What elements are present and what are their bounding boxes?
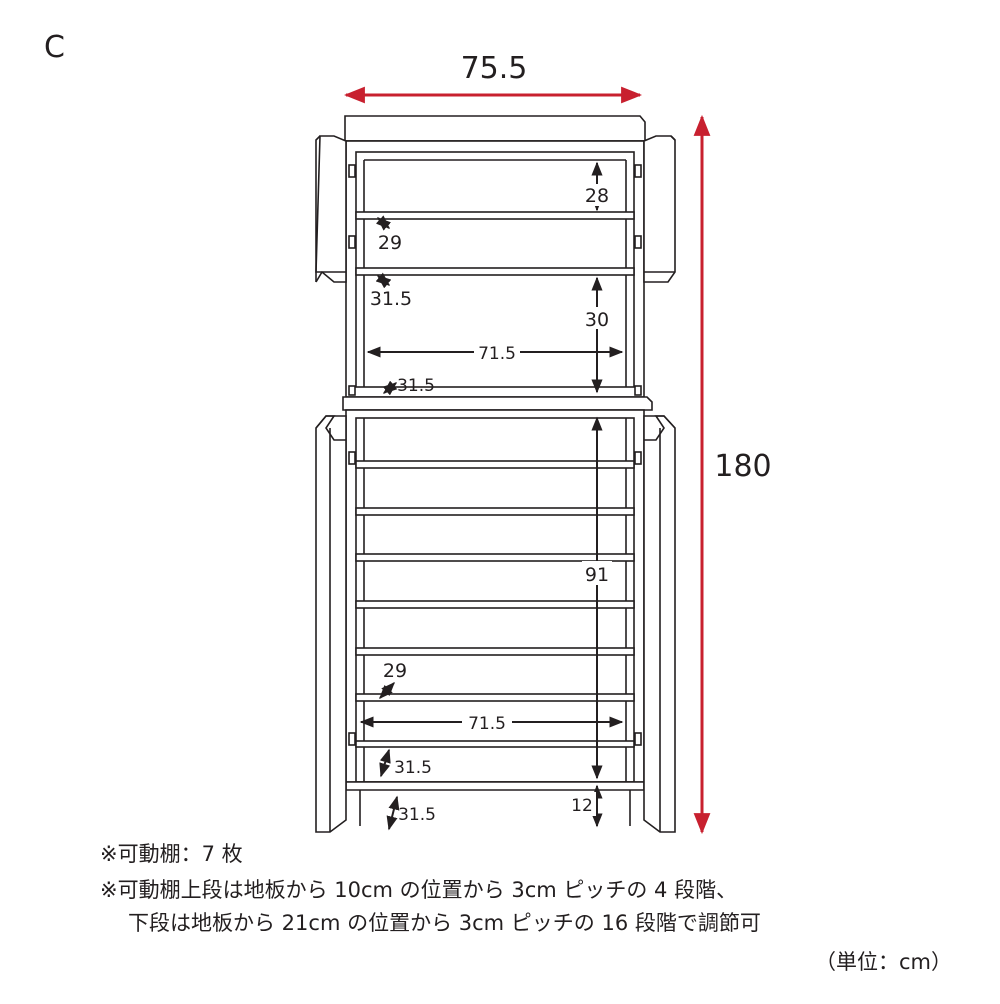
lower-inner-width-label: 71.5 <box>468 714 506 734</box>
upper-inner-width-label: 71.5 <box>478 344 516 364</box>
upper-shelf-depth-label: 29 <box>378 232 402 254</box>
base-depth-label: 31.5 <box>398 805 436 825</box>
upper-cabinet <box>315 115 676 411</box>
unit-label: （単位：cm） <box>814 950 952 974</box>
lower-shelf-depth-arrow <box>379 681 395 700</box>
lower-cabinet-depth-label: 31.5 <box>394 758 432 778</box>
upper-board-depth-label: 31.5 <box>370 288 412 310</box>
lower-cabinet-depth-arrow <box>379 748 391 778</box>
upper-lower-gap-label: 30 <box>585 309 609 331</box>
note-movable-shelves: ※可動棚：7 枚 <box>100 842 243 866</box>
lower-height-label: 91 <box>585 564 609 586</box>
lower-shelf-depth-label: 29 <box>383 660 407 682</box>
overall-width-label: 75.5 <box>461 51 528 86</box>
base-depth-arrow <box>386 795 400 831</box>
note-shelf-pitch-1: ※可動棚上段は地板から 10cm の位置から 3cm ピッチの 4 段階、 <box>100 878 738 902</box>
upper-top-gap-label: 28 <box>585 185 609 207</box>
note-shelf-pitch-2: 下段は地板から 21cm の位置から 3cm ピッチの 16 段階で調節可 <box>128 911 761 935</box>
base-height-label: 12 <box>571 796 593 816</box>
upper-shelf-depth-arrow-2 <box>375 272 392 289</box>
lower-cabinet <box>315 409 676 833</box>
overall-height-label: 180 <box>714 449 771 484</box>
upper-cabinet-depth-label: 31.5 <box>397 376 435 396</box>
upper-cabinet-depth-arrow <box>382 380 398 396</box>
panel-letter: C <box>44 30 65 65</box>
upper-shelf-depth-arrow-1 <box>375 215 392 231</box>
